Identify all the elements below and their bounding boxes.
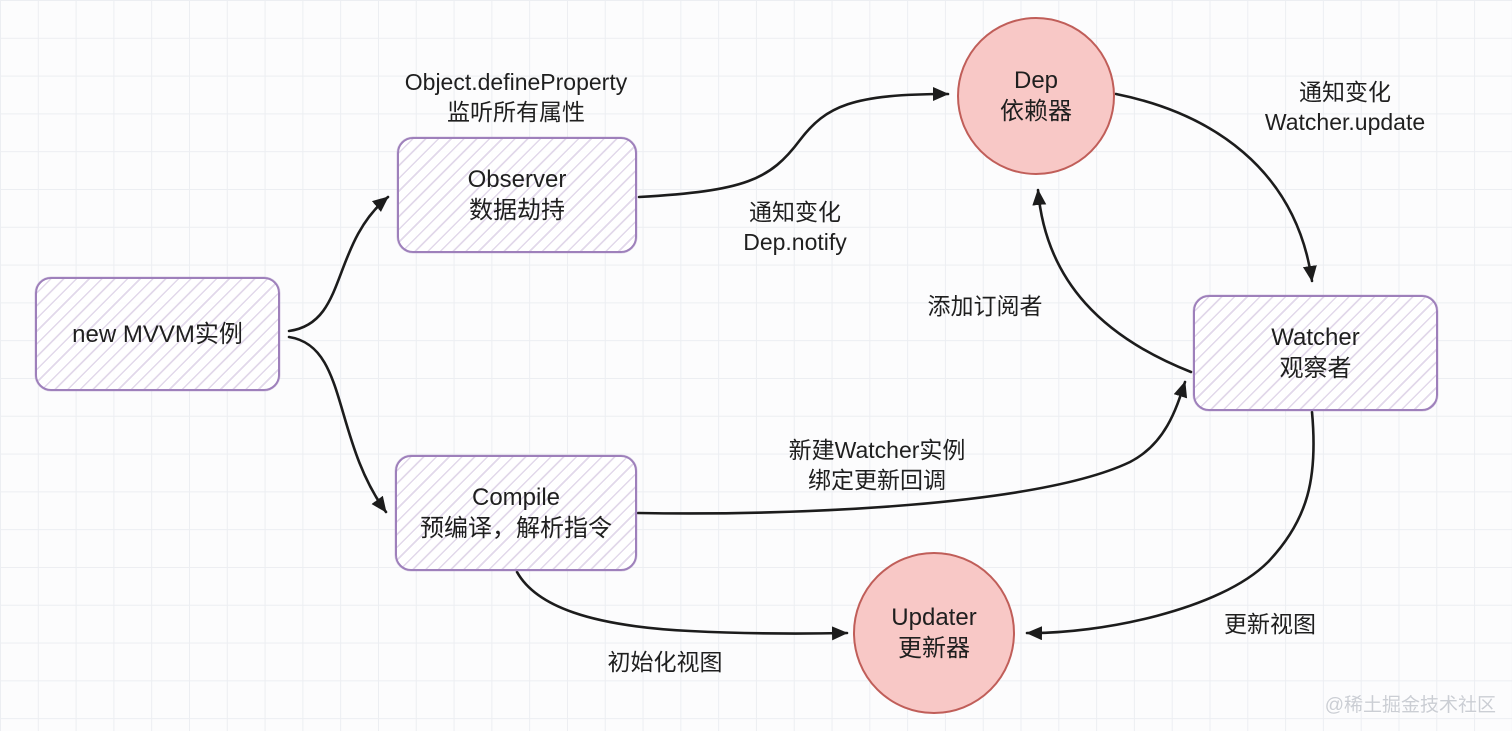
arrow-compile-to-updater xyxy=(515,570,849,641)
arrow-mvvm-to-compile xyxy=(287,335,388,514)
node-observer-subtitle: 数据劫持 xyxy=(469,197,565,224)
juejin-watermark: @稀土掘金技术社区 xyxy=(1324,695,1496,716)
label-update-view: 更新视图 xyxy=(1224,611,1316,637)
label-add-subscriber: 添加订阅者 xyxy=(927,293,1043,319)
node-watcher-subtitle: 观察者 xyxy=(1279,355,1352,382)
node-mvvm-instance-label: new MVVM实例 xyxy=(72,320,243,348)
node-dep-subtitle: 依赖器 xyxy=(1000,98,1072,125)
label-define-property: Object.defineProperty 监听所有属性 xyxy=(404,69,628,125)
label-init-view: 初始化视图 xyxy=(607,649,723,675)
node-watcher-title: Watcher xyxy=(1271,324,1360,351)
node-observer-title: Observer xyxy=(467,166,567,193)
arrow-observer-to-dep xyxy=(637,87,950,199)
label-watcher-update: 通知变化 Watcher.update xyxy=(1264,79,1426,135)
node-updater-title: Updater xyxy=(891,604,977,631)
arrow-mvvm-to-observer xyxy=(287,195,390,333)
arrow-watcher-to-dep xyxy=(1032,188,1193,374)
node-observer: Observer 数据劫持 xyxy=(397,137,637,253)
node-dep: Dep 依赖器 xyxy=(957,17,1115,175)
arrow-watcher-to-updater xyxy=(1025,410,1315,641)
node-dep-title: Dep xyxy=(1013,67,1059,94)
node-updater-subtitle: 更新器 xyxy=(898,635,970,662)
label-new-watcher: 新建Watcher实例 绑定更新回调 xyxy=(788,437,966,493)
node-compile: Compile 预编译，解析指令 xyxy=(395,455,637,571)
label-dep-notify: 通知变化 Dep.notify xyxy=(743,199,847,255)
node-mvvm-instance: new MVVM实例 xyxy=(35,277,280,391)
node-compile-subtitle: 预编译，解析指令 xyxy=(420,515,612,542)
node-watcher: Watcher 观察者 xyxy=(1193,295,1438,411)
node-compile-title: Compile xyxy=(471,484,561,511)
node-updater: Updater 更新器 xyxy=(853,552,1015,714)
